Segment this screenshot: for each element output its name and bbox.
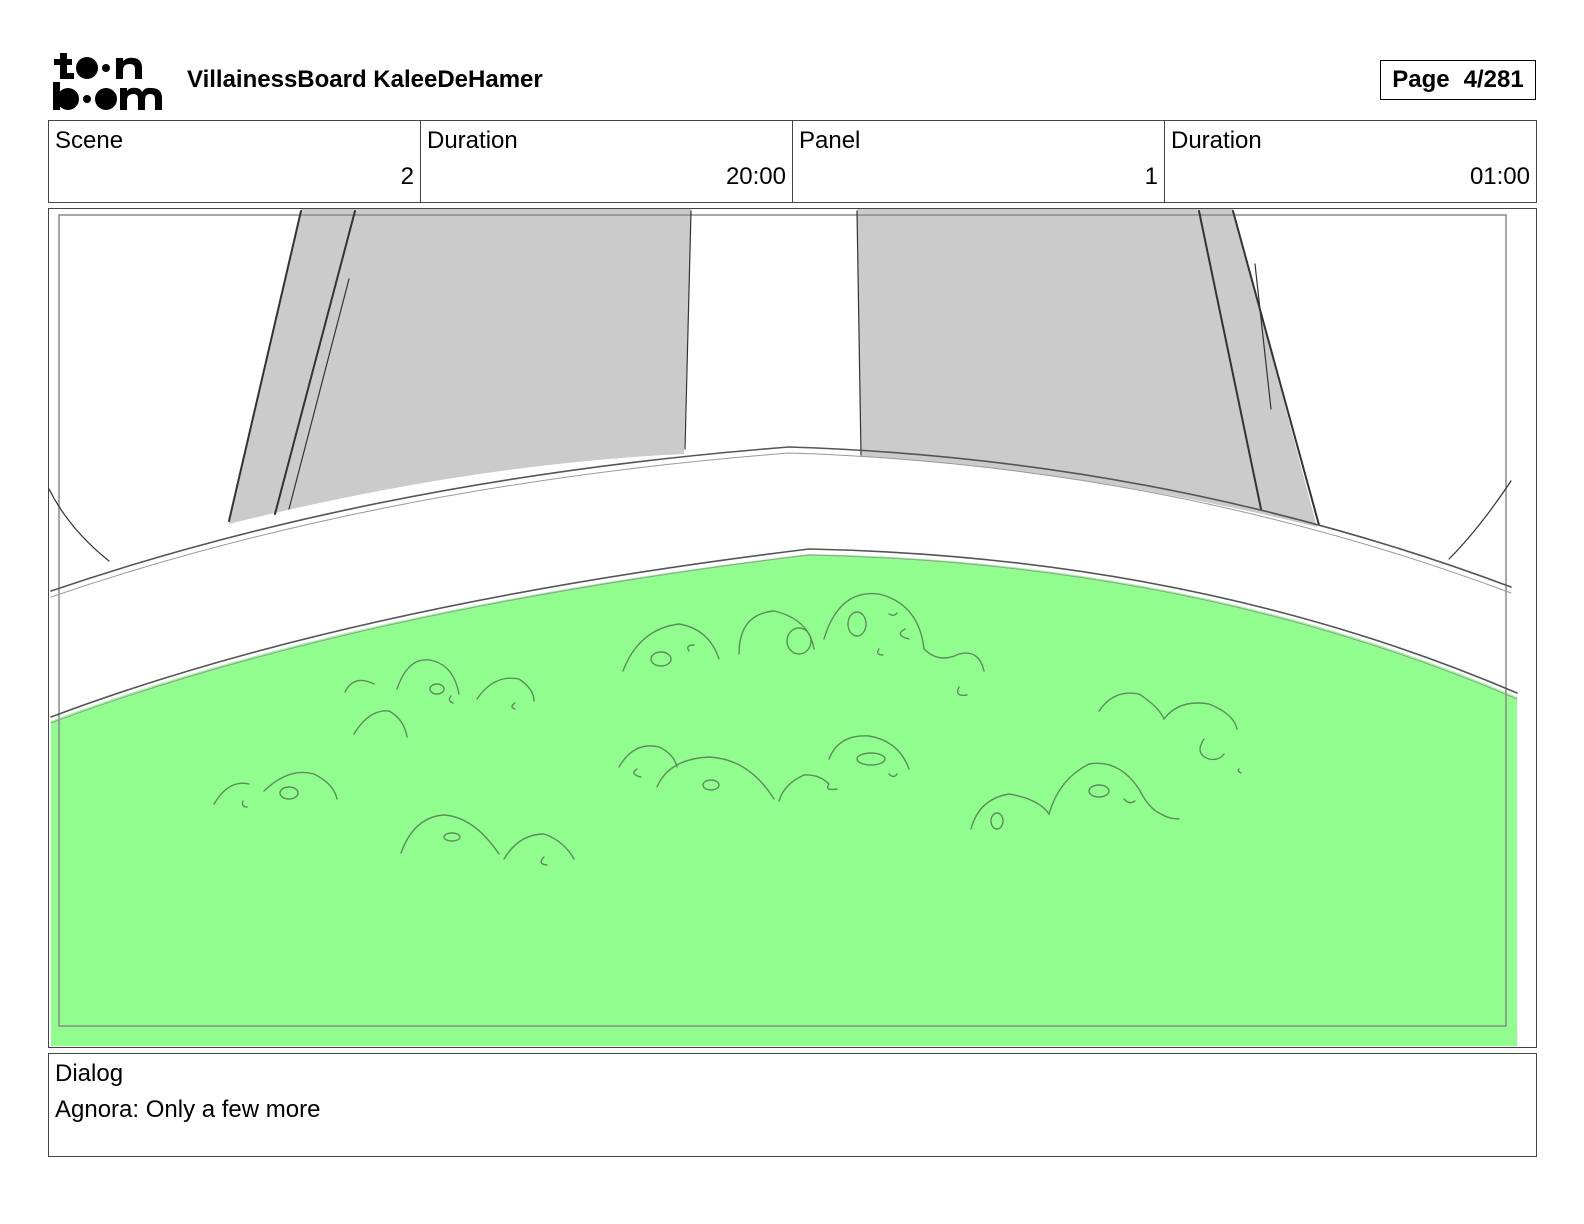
green-liquid — [51, 554, 1517, 1046]
panel-duration-value: 01:00 — [1469, 163, 1530, 190]
board-title: VillainessBoard KaleeDeHamer — [187, 66, 543, 93]
dialog-label: Dialog — [55, 1060, 124, 1087]
safe-frame — [58, 214, 1507, 1027]
panel-label: Panel — [799, 127, 861, 154]
scene-value: 2 — [400, 163, 414, 190]
dialog-text: Agnora: Only a few more — [55, 1096, 321, 1123]
panel-duration-label: Duration — [1171, 127, 1262, 154]
page-indicator: Page 4/281 — [1380, 60, 1536, 100]
page-label: Page — [1392, 66, 1450, 93]
page-number: 4/281 — [1463, 66, 1524, 93]
panel-drawing — [49, 209, 1518, 1046]
scene-label: Scene — [55, 127, 124, 154]
toon-boom-logo — [50, 50, 166, 112]
scene-duration-cell: Duration 20:00 — [421, 121, 793, 202]
scene-duration-label: Duration — [427, 127, 518, 154]
scene-cell: Scene 2 — [49, 121, 421, 202]
panel-info-row: Scene 2 Duration 20:00 Panel 1 Duration … — [48, 120, 1537, 203]
pillar-right — [857, 209, 1317, 527]
panel-cell: Panel 1 — [793, 121, 1165, 202]
panel-duration-cell: Duration 01:00 — [1165, 121, 1536, 202]
scene-duration-value: 20:00 — [725, 163, 786, 190]
dialog-box: Dialog Agnora: Only a few more — [48, 1053, 1537, 1157]
storyboard-panel — [48, 208, 1537, 1048]
pillar-left — [229, 209, 691, 524]
toon-boom-logo-icon — [53, 53, 162, 110]
panel-value: 1 — [1144, 163, 1158, 190]
